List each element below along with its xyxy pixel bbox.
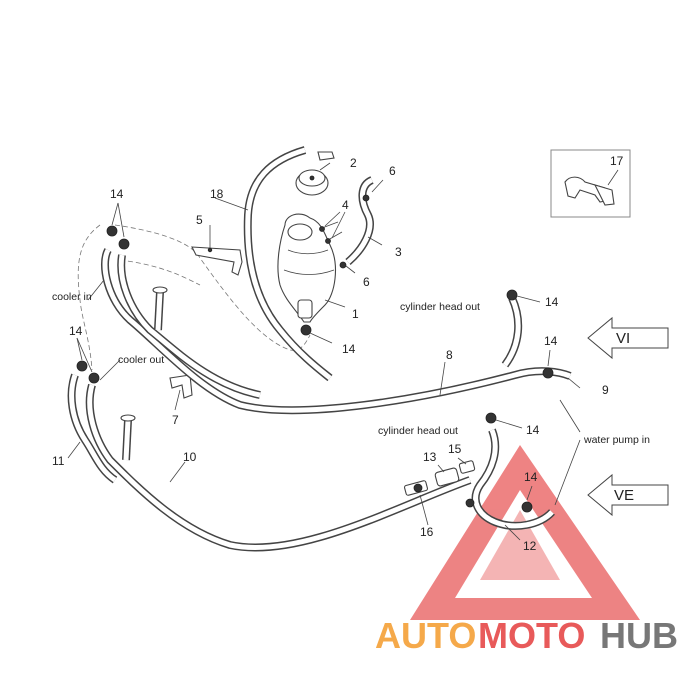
watermark-auto: AUTO — [375, 615, 476, 656]
inset-part-17 — [550, 149, 631, 218]
callout-16: 16 — [420, 525, 434, 539]
bracket-5 — [191, 246, 243, 276]
callout-14f: 14 — [526, 423, 540, 437]
callout-14c: 14 — [69, 324, 83, 338]
label-cooler-out: cooler out — [118, 354, 164, 366]
callout-14b: 14 — [545, 295, 559, 309]
watermark-hub: HUB — [600, 615, 678, 656]
callout-14a: 14 — [110, 187, 124, 201]
hose-3 — [345, 176, 374, 266]
callout-3: 3 — [395, 245, 402, 259]
callout-18: 18 — [210, 187, 224, 201]
arrow-label-ve: VE — [614, 487, 634, 504]
callout-9: 9 — [602, 383, 609, 397]
watermark-moto: MOTO — [478, 615, 585, 656]
callout-12: 12 — [523, 539, 537, 553]
callout-10: 10 — [183, 450, 197, 464]
callout-6b: 6 — [363, 275, 370, 289]
callout-2: 2 — [350, 156, 357, 170]
watermark-text: AUTO MOTO HUB — [375, 615, 678, 656]
flow-labels: cooler in cooler out cylinder head out c… — [52, 291, 650, 446]
callout-numbers: 1 2 3 4 5 6 6 7 8 9 10 11 12 13 14 14 14… — [52, 154, 624, 553]
arrow-label-vi: VI — [616, 330, 630, 347]
leader-lines — [67, 162, 619, 541]
label-cylinder-head-out-lower: cylinder head out — [378, 425, 458, 437]
label-cooler-in: cooler in — [52, 291, 92, 303]
label-water-pump-in: water pump in — [583, 434, 650, 446]
screws-4 — [319, 221, 343, 244]
callout-14e: 14 — [544, 334, 558, 348]
hose-clamps — [76, 194, 554, 513]
callout-11: 11 — [52, 454, 65, 468]
bracket-7 — [169, 374, 193, 399]
direction-arrow-vi: VI — [587, 316, 669, 360]
callout-13: 13 — [423, 450, 437, 464]
callout-1: 1 — [352, 307, 359, 321]
hose-18 — [243, 146, 333, 382]
watermark-logo — [410, 445, 640, 620]
callout-14g: 14 — [524, 470, 538, 484]
callout-4: 4 — [342, 198, 349, 212]
callout-5: 5 — [196, 213, 203, 227]
label-cylinder-head-out-upper: cylinder head out — [400, 301, 480, 313]
expansion-tank — [277, 213, 336, 323]
hose-10 — [67, 373, 472, 552]
tank-cap — [295, 151, 335, 196]
callout-7: 7 — [172, 413, 179, 427]
callout-15: 15 — [448, 442, 462, 456]
callout-17: 17 — [610, 154, 624, 168]
hose-8 — [101, 248, 572, 415]
callout-8: 8 — [446, 348, 453, 362]
direction-arrow-ve: VE — [587, 473, 669, 517]
callout-14d: 14 — [342, 342, 356, 356]
callout-6a: 6 — [389, 164, 396, 178]
